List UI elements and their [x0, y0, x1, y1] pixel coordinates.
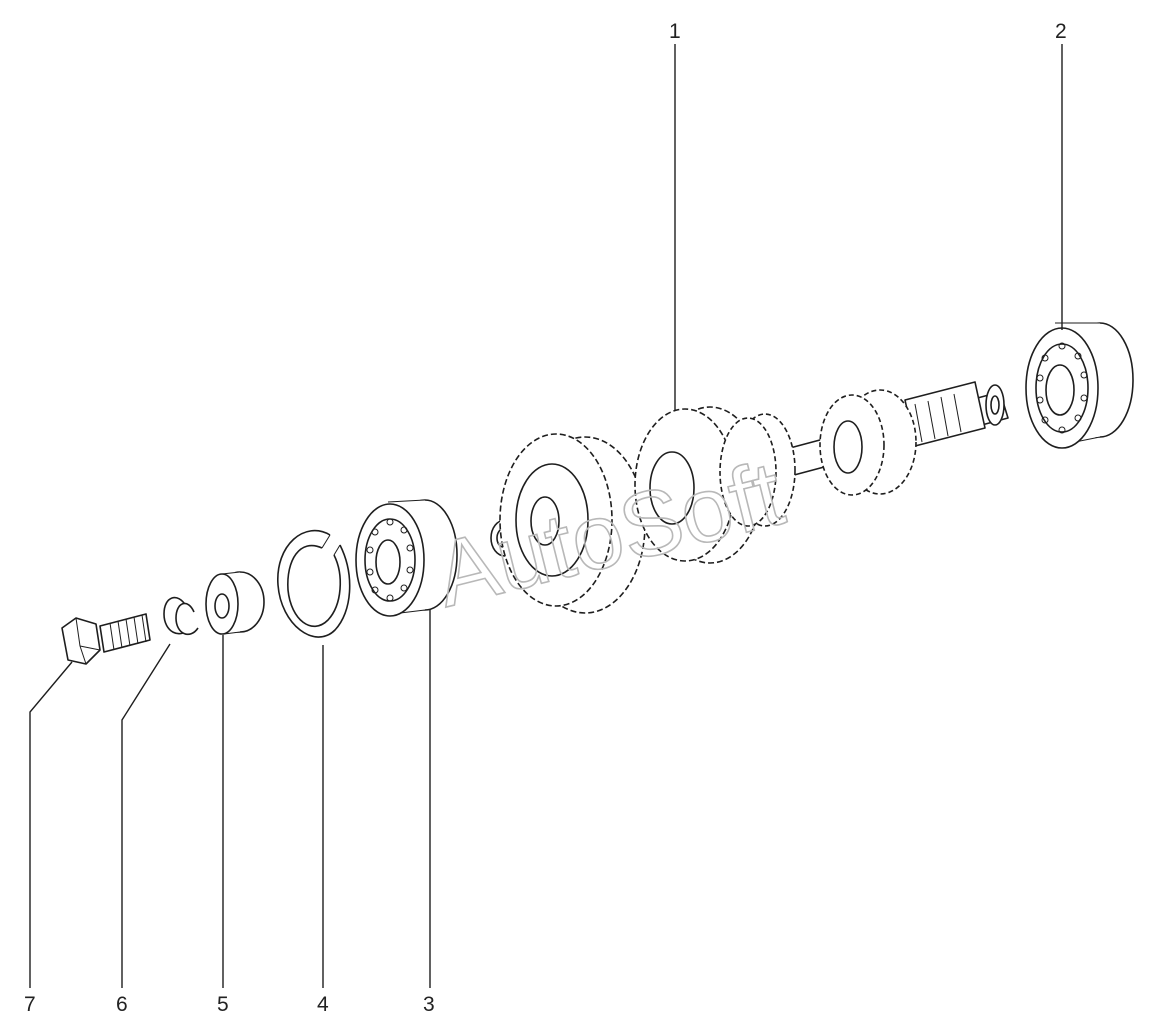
- gear-front: [499, 433, 646, 614]
- callout-1: 1: [669, 20, 681, 43]
- callout-2: 2: [1055, 20, 1067, 43]
- callout-labels: 1 2 3 4 5 6 7: [24, 20, 1067, 1016]
- spacer-washer: [205, 571, 265, 635]
- callout-7: 7: [24, 993, 36, 1016]
- rear-bearing: [1025, 322, 1134, 449]
- callout-3: 3: [423, 993, 435, 1016]
- callout-6: 6: [116, 993, 128, 1016]
- leader-lines: [29, 44, 1063, 988]
- callout-4: 4: [317, 993, 329, 1016]
- hex-bolt: [61, 613, 151, 665]
- gear-rear-small: [819, 389, 917, 496]
- leader-7: [29, 661, 73, 988]
- lock-washer: [163, 596, 199, 636]
- gear-middle-second: [719, 413, 796, 527]
- front-bearing: [355, 499, 458, 617]
- snap-ring: [277, 529, 351, 638]
- callout-5: 5: [217, 993, 229, 1016]
- leader-6: [121, 643, 171, 988]
